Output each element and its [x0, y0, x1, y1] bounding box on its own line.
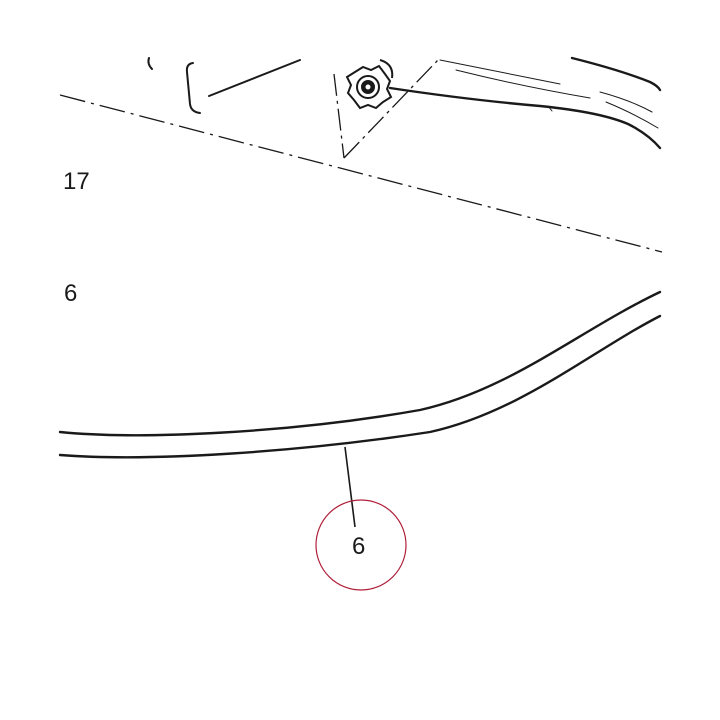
- bracket-fragment: [147, 57, 301, 114]
- dashdot-triangle: [333, 59, 439, 159]
- handle-outline: [388, 56, 662, 150]
- callout-circle: [315, 499, 407, 591]
- reference-dashdot-line: [59, 94, 663, 253]
- callout-part-number-6: 6: [352, 533, 366, 560]
- part-number-6-label: 6: [64, 280, 78, 307]
- part-number-17-label: 17: [63, 168, 90, 195]
- callout-leader-line: [344, 446, 356, 528]
- hose-part-6: [58, 290, 662, 459]
- star-knob-icon: [345, 59, 394, 110]
